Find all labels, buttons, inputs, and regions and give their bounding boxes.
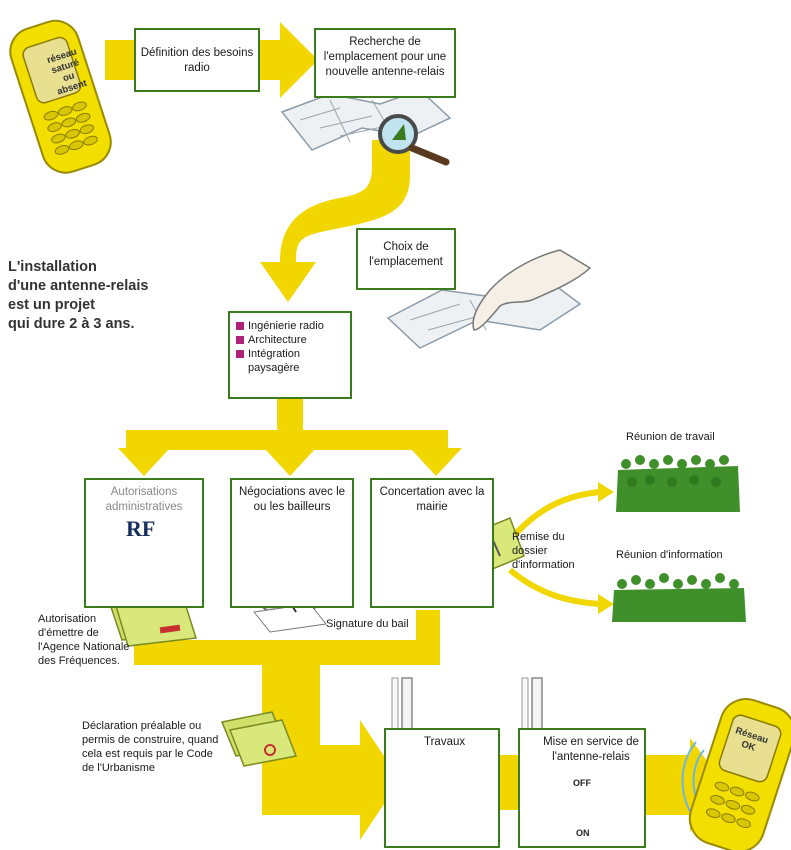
- arrow-to-travaux: [262, 660, 400, 840]
- label-signature: Signature du bail: [326, 618, 409, 630]
- bullet-icon: [236, 350, 244, 358]
- step-travaux-label: Travaux: [424, 736, 466, 748]
- step-negociations-label: Négociations avec le ou les bailleurs: [238, 486, 346, 513]
- phone-icon-start: [9, 19, 112, 174]
- hand-icon: [386, 249, 592, 349]
- label-remise: Remise du dossier d'information: [512, 531, 575, 571]
- curved-arrows: [507, 489, 601, 607]
- curve-to-travail: [507, 489, 601, 542]
- title-line: qui dure 2 à 3 ans.: [8, 316, 135, 332]
- curve-head-travail: [598, 482, 614, 502]
- curve-head-information: [598, 594, 614, 614]
- step-concertation: Concertation avec la mairie: [370, 478, 494, 608]
- arrow-snake: [260, 140, 410, 302]
- arrow-branch-bar: [126, 430, 448, 450]
- step-concertation-label: Concertation avec la mairie: [379, 486, 485, 513]
- step-recherche-label: Recherche de l'emplacement pour une nouv…: [323, 36, 447, 78]
- step-definition-label: Définition des besoins radio: [140, 47, 254, 74]
- arrow-head-mid: [264, 448, 316, 476]
- list-item-label: Architecture: [248, 334, 307, 346]
- phone-icon-end: [688, 698, 791, 850]
- rf-label: RF: [126, 516, 156, 541]
- arrow-travaux-mes: [500, 755, 520, 810]
- map-icon: [280, 89, 452, 151]
- title-line: d'une antenne-relais: [8, 278, 149, 294]
- list-item: Intégration paysagère: [236, 347, 344, 375]
- switch-on-label: ON: [576, 828, 590, 838]
- list-item: Architecture: [236, 333, 344, 347]
- label-declaration: Déclaration préalable ou permis de const…: [82, 720, 219, 774]
- bullet-icon: [236, 322, 244, 330]
- crowd-icon-information: [612, 573, 746, 622]
- step-mise-en-service: Mise en service de l'antenne-relais: [518, 728, 646, 848]
- label-autorisation-emettre: Autorisation d'émettre de l'Agence Natio…: [38, 613, 130, 667]
- label-reunion-travail: Réunion de travail: [626, 431, 715, 443]
- step-autorisations: Autorisations administratives: [84, 478, 204, 608]
- document-icon-declaration: [220, 711, 298, 767]
- ingenierie-list: Ingénierie radio Architecture Intégratio…: [228, 311, 352, 399]
- switch-off-label: OFF: [573, 778, 591, 788]
- step-autorisations-label: Autorisations administratives: [105, 486, 183, 513]
- step-choix: Choix de l'emplacement: [356, 228, 456, 290]
- step-mise-en-service-label: Mise en service de l'antenne-relais: [543, 736, 639, 763]
- label-reunion-information: Réunion d'information: [616, 549, 723, 561]
- title-line: L'installation: [8, 259, 97, 275]
- crowd-icon-travail: [616, 455, 740, 512]
- magnifier-icon: [378, 114, 450, 166]
- bullet-icon: [236, 336, 244, 344]
- step-travaux: Travaux: [384, 728, 500, 848]
- list-item-label: Intégration paysagère: [248, 348, 300, 374]
- curve-to-information: [508, 567, 601, 607]
- arrow-head-right: [410, 448, 462, 476]
- list-item: Ingénierie radio: [236, 319, 344, 333]
- diagram-title: L'installation d'une antenne-relais est …: [8, 258, 208, 334]
- list-item-label: Ingénierie radio: [248, 320, 324, 332]
- title-line: est un projet: [8, 297, 96, 313]
- step-recherche: Recherche de l'emplacement pour une nouv…: [314, 28, 456, 98]
- step-definition: Définition des besoins radio: [134, 28, 260, 92]
- step-choix-label: Choix de l'emplacement: [369, 241, 443, 268]
- arrow-head-left: [118, 448, 170, 476]
- step-negociations: Négociations avec le ou les bailleurs: [230, 478, 354, 608]
